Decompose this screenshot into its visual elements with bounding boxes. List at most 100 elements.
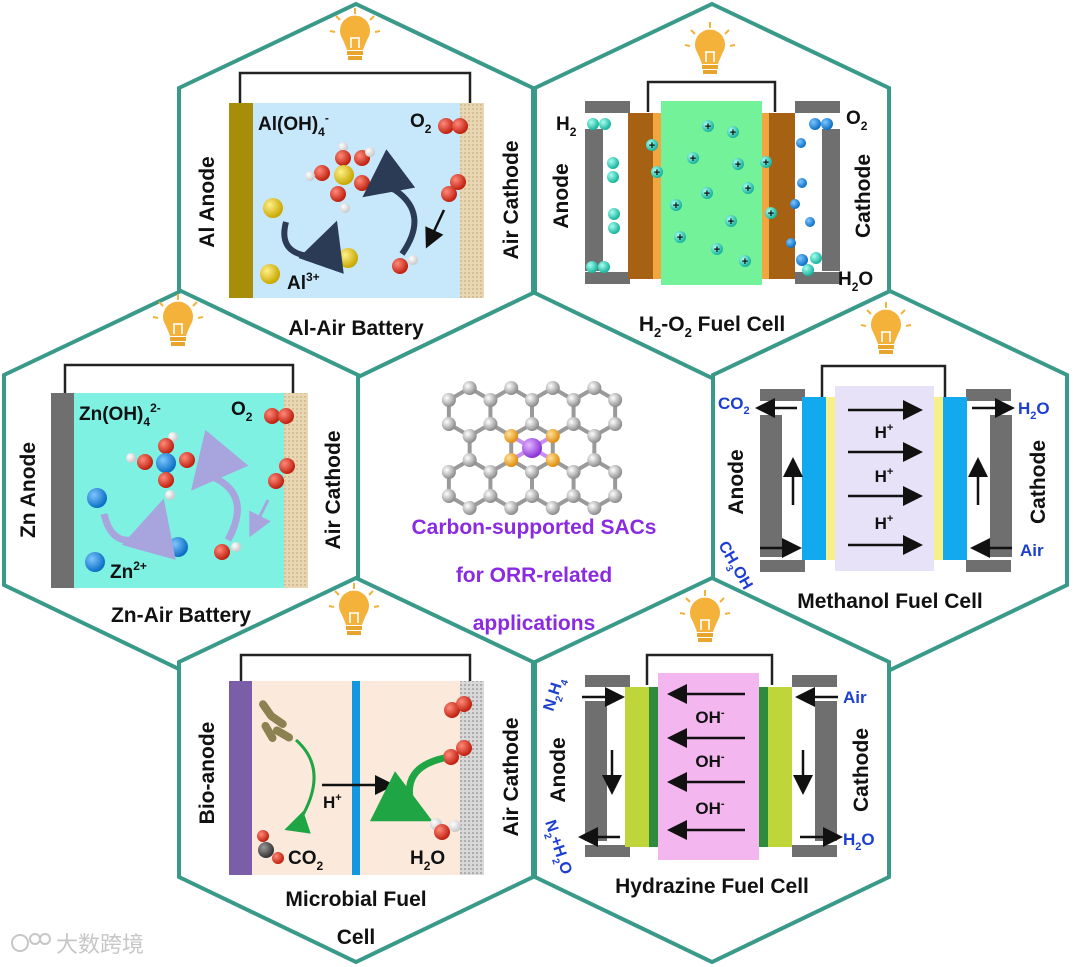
microbial-title-line1: Microbial Fuel xyxy=(285,888,426,911)
carbon-atom xyxy=(608,489,623,503)
proton-sign: + xyxy=(745,183,751,195)
h2o2-cathode-electrode xyxy=(769,113,795,279)
hydrazine-cathode-label: Cathode xyxy=(850,728,873,812)
proton-ball xyxy=(701,187,713,199)
methanol-co2-label: CO2 xyxy=(718,394,750,417)
zn-air-cathode-label: Air Cathode xyxy=(322,430,345,549)
al-air-wire xyxy=(238,71,472,103)
center-title-line3: applications xyxy=(473,612,596,635)
al-o2-moving xyxy=(441,174,466,202)
zn-ion-ball xyxy=(85,552,105,572)
microbial-cathode-plate xyxy=(460,681,484,875)
zn-air-wire xyxy=(63,363,295,393)
carbon-atom xyxy=(566,417,581,431)
microbial-fuel-cell: Bio-anode Air Cathode CO2 H+ H2O Microbi… xyxy=(196,582,523,949)
sac-molecule xyxy=(441,381,623,515)
h2o2-h2o-label: H2O xyxy=(838,269,873,294)
hydrazine-cathode-electrode xyxy=(768,687,792,847)
methanol-wire xyxy=(820,364,947,397)
al-oh-molecule xyxy=(392,255,418,274)
h2o2-wire xyxy=(646,80,777,112)
h2o2-cathode-label: Cathode xyxy=(852,154,875,238)
hydrazine-product-label: N2+H2O xyxy=(537,818,574,878)
zn-anode-label: Zn Anode xyxy=(17,442,40,538)
al-air-cathode-plate xyxy=(460,103,484,298)
al-air-o2-label: O2 xyxy=(410,111,432,136)
al-air-battery: Al Anode Air Cathode Al(OH)4- O2 Al3+ xyxy=(196,7,523,340)
zn-ion-label: Zn2+ xyxy=(110,559,147,583)
nitrogen-atom xyxy=(545,453,560,467)
methanol-h2o-label: H2O xyxy=(1018,399,1050,422)
microbial-membrane xyxy=(352,681,360,875)
carbon-atom xyxy=(483,393,498,407)
h2o2-fuel-cell: H2 O2 H2O Anode Cathode +++++++++++++++ … xyxy=(550,21,875,340)
proton-sign: + xyxy=(677,232,683,244)
proton-ball xyxy=(711,243,723,255)
al-air-electrolyte xyxy=(252,103,460,298)
proton-ball xyxy=(732,158,744,170)
carbon-atom xyxy=(545,501,560,515)
bio-anode-plate xyxy=(229,681,252,875)
methanol-anode-electrode xyxy=(802,397,826,560)
watermark-text: 大数跨境 xyxy=(56,933,144,958)
zn-anode-plate xyxy=(51,393,74,588)
al-complex-label: Al(OH)4- xyxy=(258,111,329,139)
microbial-cathode-label: Air Cathode xyxy=(500,717,523,836)
carbon-atom xyxy=(525,465,539,479)
carbon-atom xyxy=(545,381,560,395)
al-anode-plate xyxy=(229,103,253,298)
methanol-proton-label: H+ xyxy=(875,513,894,533)
carbon-atom xyxy=(483,465,498,479)
methanol-cathode-electrode xyxy=(943,397,967,560)
methanol-proton-label: H+ xyxy=(875,422,894,442)
watermark: 大数跨境 xyxy=(11,933,144,958)
proton-sign: + xyxy=(649,140,655,152)
carbon-atom xyxy=(566,465,581,479)
h2o2-anode-electrode xyxy=(628,113,654,279)
hydrazine-n2h4-label: N2H4 xyxy=(541,675,572,714)
proton-ball xyxy=(765,207,777,219)
al-cycle-arrow xyxy=(281,220,344,274)
carbon-atom xyxy=(441,417,456,431)
proton-sign: + xyxy=(705,121,711,133)
zn-cycle-arrow xyxy=(100,498,176,560)
proton-ball xyxy=(739,255,751,267)
al-ion-ball xyxy=(338,248,358,268)
proton-sign: + xyxy=(673,200,679,212)
microbial-o2-molecules xyxy=(443,696,472,765)
carbon-atom xyxy=(462,501,477,515)
microbial-reduction-arrow xyxy=(369,754,445,822)
center-title-line2: for ORR-related xyxy=(456,564,612,587)
carbon-atom xyxy=(462,381,477,395)
zn-oh4-complex xyxy=(126,432,208,500)
zn-ion-ball xyxy=(87,488,107,508)
hydrazine-title: Hydrazine Fuel Cell xyxy=(615,875,809,898)
carbon-atom xyxy=(587,453,602,467)
hydrazine-h2o-label: H2O xyxy=(843,830,875,853)
zn-air-battery: Zn Anode Air Cathode Zn(OH)42- O2 Zn2+ xyxy=(17,293,345,627)
proton-ball xyxy=(760,156,772,168)
carbon-atom xyxy=(608,465,623,479)
hydrazine-anode-label: Anode xyxy=(547,737,570,802)
zn-ion-ball xyxy=(168,537,188,557)
methanol-air-label: Air xyxy=(1020,541,1044,560)
zn-o2-moving xyxy=(268,458,295,489)
al-reduce-arrow xyxy=(425,209,446,249)
carbon-atom xyxy=(587,429,602,443)
proton-sign: + xyxy=(714,244,720,256)
proton-ball xyxy=(651,166,663,178)
proton-ball xyxy=(727,126,739,138)
methanol-fuel-cell: H+ H+ H+ CO2 H2O Air CH3OH Anode Cathode… xyxy=(715,301,1050,613)
methanol-proton-label: H+ xyxy=(875,466,894,486)
carbon-atom xyxy=(462,453,477,467)
microbial-proton-label: H+ xyxy=(323,792,342,812)
h2o2-h2-label: H2 xyxy=(556,114,577,139)
hydrazine-wire xyxy=(645,653,774,685)
center-title-line1: Carbon-supported SACs xyxy=(411,516,656,539)
proton-sign: + xyxy=(690,153,696,165)
methanol-anode-label: Anode xyxy=(725,449,748,514)
watermark-logo-icon xyxy=(11,934,29,952)
zn-oh-molecule xyxy=(214,542,241,560)
carbon-atom xyxy=(608,417,623,431)
hydroxide-label: OH- xyxy=(695,707,725,727)
